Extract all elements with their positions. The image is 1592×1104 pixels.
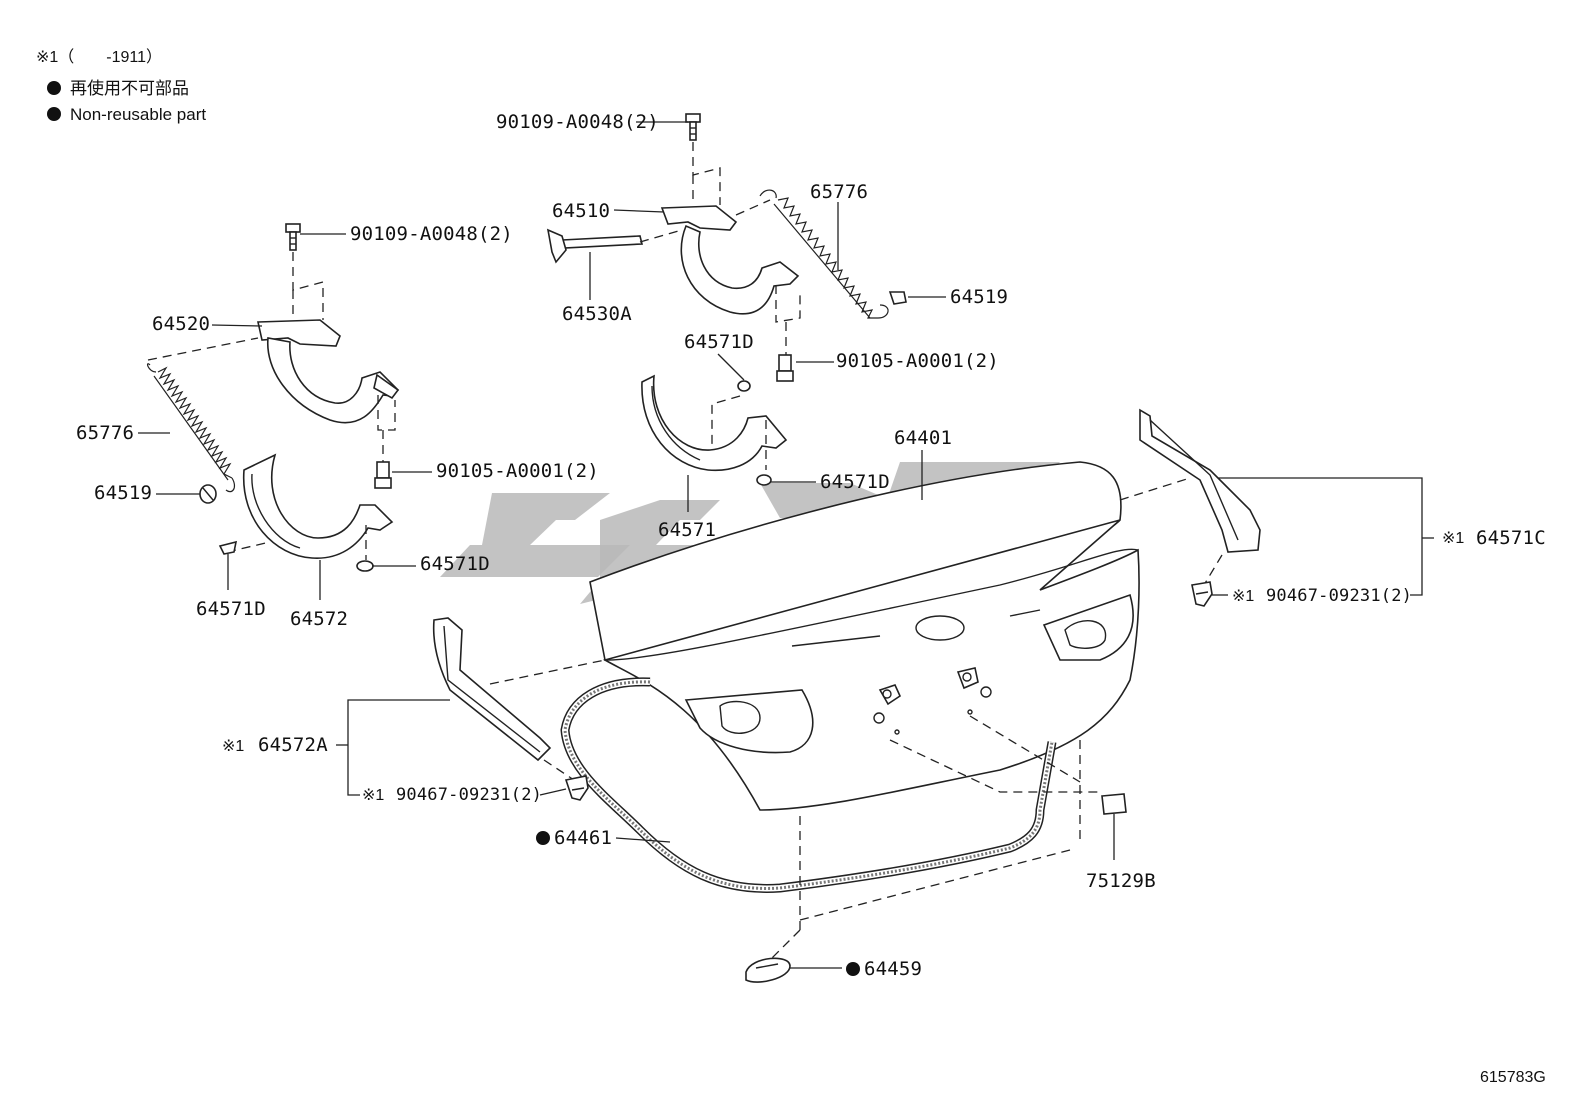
label-bolt-left-mid: 90105-A0001(2) [436,460,599,482]
label-bolt-left-top: 90109-A0048(2) [350,223,513,245]
clip-right-bottom-icon [1191,581,1213,607]
label-hinge-right: 64510 [552,200,610,222]
applicability-note: ※1（ -1911） [36,48,162,66]
label-spring-right: 65776 [810,181,868,203]
clip-bottom-left-icon [564,775,589,801]
bolt-icon [285,223,301,251]
bolt-icon [776,354,794,382]
non-reusable-bullet-icon [47,81,61,95]
hinge-bracket-right [660,205,738,231]
torsion-bar-icon [546,228,644,264]
non-reusable-bullet-icon [47,107,61,121]
non-reusable-bullet-icon [536,831,550,845]
label-cover-clip-d: 64571D [196,598,266,620]
label-clip-left: 64519 [94,482,152,504]
label-cover-clip-c: 64571D [420,553,490,575]
label-garnish-left: 64572A [258,734,328,756]
label-clip-right-top: 64519 [950,286,1008,308]
non-reusable-bullet-icon [846,962,860,976]
label-clip-right: 90467-09231(2) [1266,586,1412,606]
label-torsion-bar: 64530A [562,303,632,325]
spring-right-icon [759,189,889,319]
hinge-cover-left [242,453,394,559]
note-garnish-right: ※1 [1442,530,1464,547]
stopper-icon [745,957,791,983]
note-clip-left: ※1 [362,787,384,804]
label-plug: 75129B [1086,870,1156,892]
spring-left-icon [146,363,236,493]
label-cover-left: 64572 [290,608,348,630]
trunk-lid [589,461,1140,811]
garnish-right [1119,408,1261,607]
note-garnish-left: ※1 [222,738,244,755]
hinge-bracket-left [257,319,341,347]
clip-left-icon [199,484,217,504]
plug-icon [1101,793,1127,815]
label-clip-left-bottom: 90467-09231(2) [396,785,542,805]
label-bolt-right-mid: 90105-A0001(2) [836,350,999,372]
figure-id: 615783G [1480,1069,1546,1086]
clip-64571d-icon [756,474,772,486]
label-hinge-left: 64520 [152,313,210,335]
bolt-icon [685,113,701,141]
garnish-left [432,617,606,801]
label-bolt-top: 90109-A0048(2) [496,111,659,133]
label-stopper: 64459 [864,958,922,980]
clip-64571d-icon [737,380,751,392]
label-cover-clip-b: 64571D [820,471,890,493]
hinge-cover-right [641,374,788,472]
label-cover-clip-a: 64571D [684,331,754,353]
legend-japanese: 再使用不可部品 [70,78,189,98]
label-garnish-right: 64571C [1476,527,1546,549]
label-trunk-lid: 64401 [894,427,952,449]
label-cover-right: 64571 [658,519,716,541]
clip-64571d-icon [356,560,374,572]
legend-english: Non-reusable part [70,105,206,124]
label-weatherstrip: 64461 [554,827,612,849]
clip-64571d-icon [218,540,238,590]
note-clip-right: ※1 [1232,588,1254,605]
right-hinge-assembly [546,113,907,486]
label-spring-left: 65776 [76,422,134,444]
left-hinge-assembly [146,223,400,590]
clip-right-top-icon [888,291,907,305]
bolt-icon [374,461,392,489]
